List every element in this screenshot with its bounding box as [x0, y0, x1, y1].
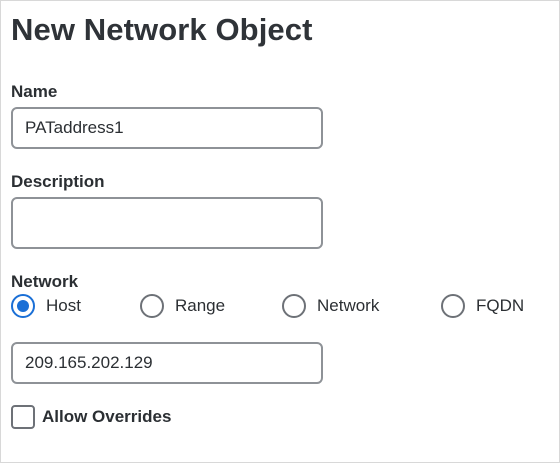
description-input[interactable] — [11, 197, 323, 249]
radio-label-network: Network — [317, 296, 380, 315]
allow-overrides-option[interactable]: Allow Overrides — [11, 405, 171, 429]
checkbox-unchecked-icon[interactable] — [11, 405, 35, 429]
radio-option-network[interactable]: Network — [282, 293, 379, 319]
network-type-radio-group: Host Range Network FQDN — [11, 293, 541, 319]
radio-label-range: Range — [175, 296, 226, 315]
radio-option-host[interactable]: Host — [11, 293, 81, 319]
description-label: Description — [11, 172, 105, 191]
radio-unchecked-icon[interactable] — [140, 294, 164, 318]
radio-option-fqdn[interactable]: FQDN — [441, 293, 524, 319]
dialog-title: New Network Object — [11, 12, 313, 47]
radio-unchecked-icon[interactable] — [282, 294, 306, 318]
radio-dot — [17, 300, 29, 312]
radio-option-range[interactable]: Range — [140, 293, 225, 319]
name-input[interactable] — [11, 107, 323, 149]
radio-label-fqdn: FQDN — [476, 296, 525, 315]
radio-checked-icon[interactable] — [11, 294, 35, 318]
name-label: Name — [11, 82, 58, 101]
radio-unchecked-icon[interactable] — [441, 294, 465, 318]
allow-overrides-label: Allow Overrides — [42, 407, 172, 426]
radio-label-host: Host — [46, 296, 81, 315]
network-value-input[interactable] — [11, 342, 323, 384]
network-label: Network — [11, 272, 79, 291]
